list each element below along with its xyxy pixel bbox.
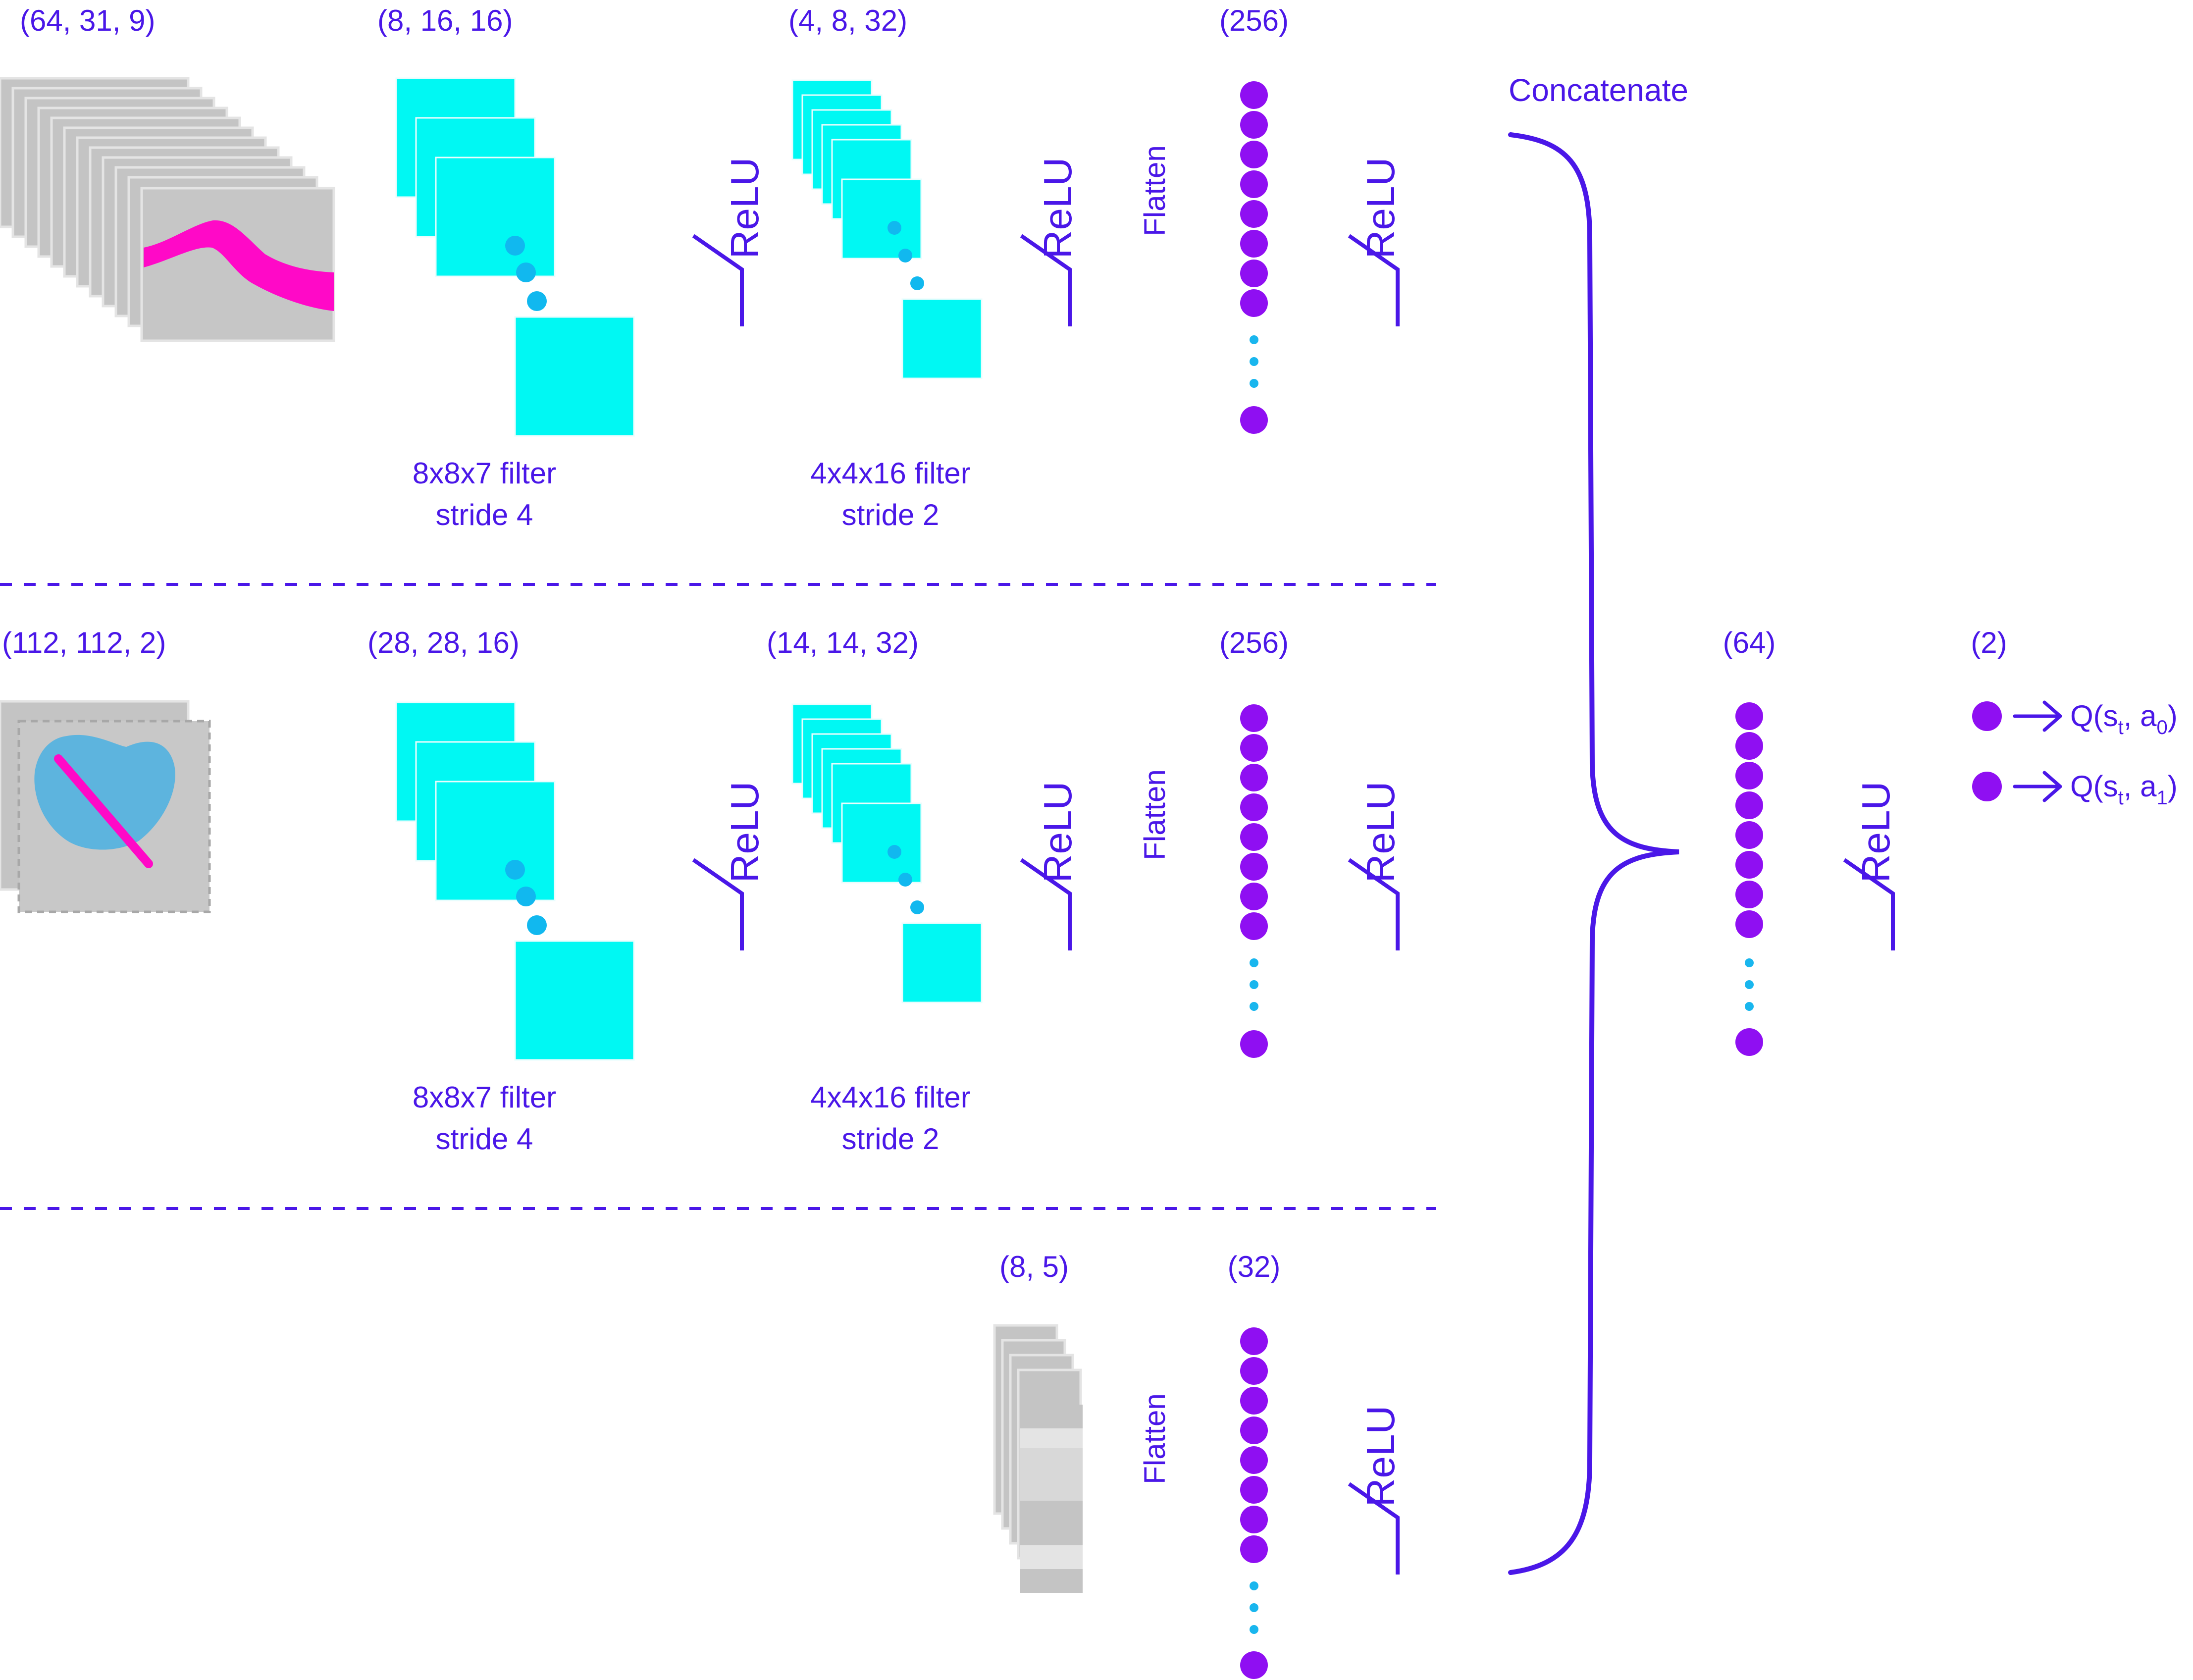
row1-dense-shape: (256) (1219, 4, 1289, 37)
row1-conv1-stride: stride 4 (436, 498, 533, 531)
row2-conv2-feature-maps (791, 703, 983, 1003)
row1-conv2-shape: (4, 8, 32) (788, 4, 907, 37)
relu-icon (1348, 858, 1400, 950)
hidden-layer-neurons (1735, 702, 1763, 1056)
row2-input-shape: (112, 112, 2) (2, 626, 166, 659)
arrow-right-icon (2013, 700, 2062, 732)
row2-conv2-shape: (14, 14, 32) (767, 626, 919, 659)
relu-icon (1348, 1482, 1400, 1575)
row2-dense-shape: (256) (1219, 626, 1289, 659)
row1-magenta-curve (144, 220, 334, 311)
relu-label: ReLU (723, 158, 767, 259)
arrow-right-icon (2013, 771, 2062, 802)
row1-frame-stack (0, 77, 335, 342)
row1-relu3: ReLU (1348, 158, 1403, 326)
row2-flatten-label: Flatten (1138, 769, 1171, 860)
row1-conv2-filter: 4x4x16 filter (810, 457, 971, 490)
relu-icon (1348, 234, 1400, 326)
row1-dense-neurons (1240, 81, 1268, 434)
row2-relu1: ReLU (692, 782, 767, 950)
relu-icon (1843, 858, 1895, 950)
row3-front-vector (1020, 1405, 1083, 1593)
row2-conv1-shape: (28, 28, 16) (367, 626, 520, 659)
row1-conv2-stride: stride 2 (842, 498, 940, 531)
output-q0: Q(st, a0) (1972, 699, 2178, 738)
q-value-label: Q(st, a1) (2070, 770, 2178, 809)
row3-flatten-label: Flatten (1138, 1393, 1171, 1484)
concatenate-label: Concatenate (1509, 72, 1688, 108)
head-relu: ReLU (1843, 782, 1898, 950)
row1-conv2-feature-maps (791, 79, 983, 379)
row2-conv1-filter: 8x8x7 filter (413, 1081, 556, 1114)
relu-label: ReLU (1036, 782, 1080, 883)
concatenate-brace (1508, 132, 1679, 1575)
row2-conv1-stride: stride 4 (436, 1122, 533, 1155)
row3-input-vectors (993, 1324, 1083, 1593)
row1-relu2: ReLU (1020, 158, 1080, 326)
row1-input-shape: (64, 31, 9) (20, 4, 156, 37)
row2-conv1-feature-maps (395, 701, 635, 1061)
relu-label: ReLU (1358, 158, 1403, 259)
relu-icon (692, 858, 744, 950)
relu-label: ReLU (1358, 1406, 1403, 1507)
row3-dense-neurons (1240, 1327, 1268, 1679)
output-neuron (1972, 772, 2002, 801)
relu-label: ReLU (1036, 158, 1080, 259)
relu-label: ReLU (1358, 782, 1403, 883)
row2-relu2: ReLU (1020, 782, 1080, 950)
row1-conv1-shape: (8, 16, 16) (377, 4, 513, 37)
row2-input-image (0, 700, 211, 913)
relu-icon (692, 234, 744, 326)
row3-relu: ReLU (1348, 1406, 1403, 1575)
row1-relu1: ReLU (692, 158, 767, 326)
row2-dense-neurons (1240, 704, 1268, 1058)
row2-magenta-stroke (54, 754, 153, 868)
row2-relu3: ReLU (1348, 782, 1403, 950)
output-neuron (1972, 701, 2002, 731)
relu-label: ReLU (1854, 782, 1898, 883)
relu-icon (1020, 234, 1072, 326)
relu-label: ReLU (723, 782, 767, 883)
row3-input-shape: (8, 5) (999, 1250, 1069, 1283)
row1-flatten-label: Flatten (1138, 145, 1171, 236)
row1-conv1-feature-maps (395, 77, 635, 437)
row2-conv2-stride: stride 2 (842, 1122, 940, 1155)
row2-blue-blob (34, 735, 175, 850)
row1-conv1-filter: 8x8x7 filter (413, 457, 556, 490)
relu-icon (1020, 858, 1072, 950)
row2-conv2-filter: 4x4x16 filter (810, 1081, 971, 1114)
hidden-layer-shape: (64) (1723, 626, 1776, 659)
q-value-label: Q(st, a0) (2070, 699, 2178, 738)
output-layer-shape: (2) (1971, 626, 2007, 659)
output-q1: Q(st, a1) (1972, 770, 2178, 809)
row1-input-frames (0, 77, 335, 342)
row3-dense-shape: (32) (1228, 1250, 1281, 1283)
